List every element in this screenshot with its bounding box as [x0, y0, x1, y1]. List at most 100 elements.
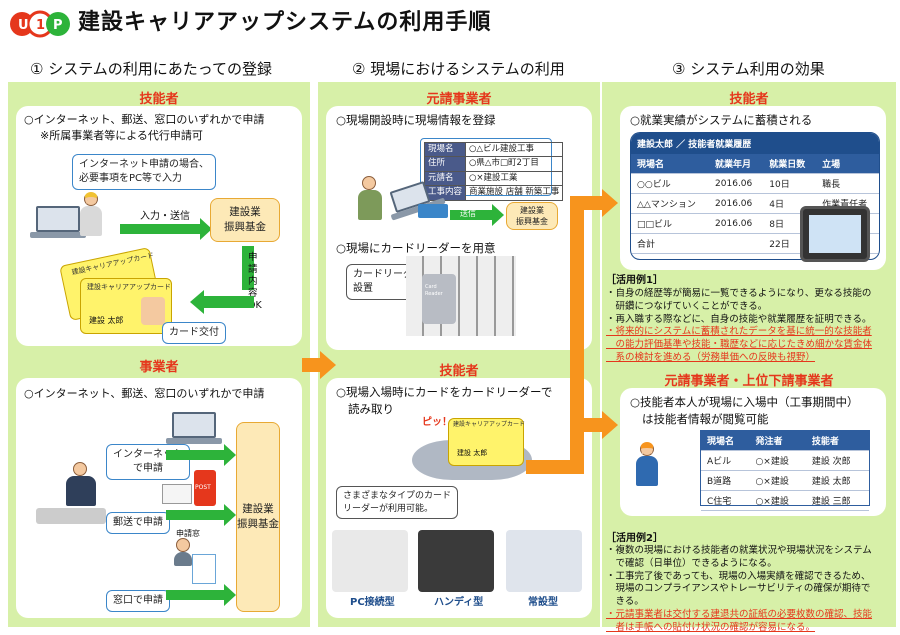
- role-worker-label: 技能者: [139, 92, 179, 107]
- card-reader-setup-text: ○現場にカードリーダーを用意: [336, 241, 496, 255]
- review-ok-label: 申請内容OK: [248, 252, 262, 311]
- history-cell: ○○ビル: [631, 173, 710, 194]
- accumulate-text: ○就業実績がシステムに蓄積される: [630, 113, 813, 127]
- view-cell: 建設 三郎: [805, 490, 869, 511]
- type-fixed: 常設型: [528, 597, 558, 608]
- fund-box-worker: 建設業振興基金: [210, 198, 280, 242]
- mail-arrow: [166, 504, 236, 526]
- example-line: ・自身の経歴等が簡易に一覧できるようになり、更なる技能の: [606, 288, 872, 299]
- example-line-highlight: ・元請事業者は交付する建退共の証紙の必要枚数の確認、技能: [606, 609, 873, 621]
- table-row: Aビル○×建設建設 次郎: [701, 450, 869, 471]
- history-cell: 合計: [631, 233, 710, 254]
- tablet-icon: [800, 206, 870, 262]
- work-record-card: ○就業実績がシステムに蓄積される 建設太郎 ／ 技能者就業履歴 現場名就業年月就…: [620, 106, 886, 270]
- column-heading-register: ① システムの利用にあたっての登録: [30, 60, 273, 78]
- svg-text:P: P: [53, 18, 63, 33]
- site-send-arrow: 送信: [450, 204, 504, 226]
- envelope-icon: [162, 484, 192, 504]
- career-card-onsite: 建設キャリアアップカード 建設 太郎: [448, 418, 525, 466]
- ccus-logo: U 1 P: [10, 10, 70, 38]
- helmet-worker-icon: [634, 442, 664, 492]
- column-heading-onsite: ② 現場におけるシステムの利用: [352, 60, 565, 78]
- worker-apply-text: ○インターネット、郵送、窓口のいずれかで申請: [24, 113, 265, 126]
- example1-title: ［活用例1］: [606, 275, 663, 286]
- site-setup-card: ○現場開設時に現場情報を登録 現場名○△ビル建設工事住所○県△市□町2丁目元請名…: [326, 106, 592, 350]
- site-info-value: ○△ビル建設工事: [465, 141, 564, 158]
- view-access-text: ○技能者本人が現場に入場中（工事期間中）は技能者情報が閲覧可能: [630, 395, 859, 426]
- worker-icon: [78, 192, 104, 238]
- site-info-sheet: 現場名○△ビル建設工事住所○県△市□町2丁目元請名○×建設工業工事内容商業施設 …: [420, 138, 564, 201]
- connector-top: [570, 196, 604, 210]
- return-arrow-head: [190, 290, 204, 314]
- history-cell: 10日: [763, 173, 817, 194]
- view-cell: B道路: [701, 470, 750, 491]
- fund-box-site: 建設業振興基金: [506, 202, 558, 230]
- history-cell: [709, 233, 764, 254]
- businessman-icon: [64, 462, 98, 514]
- type-handy: ハンディ型: [434, 597, 484, 608]
- site-info-key: 工事内容: [423, 185, 467, 201]
- site-entry-text: ○現場入場時にカードをカードリーダーで読み取り: [336, 385, 553, 416]
- history-header-cell: 立場: [816, 154, 879, 174]
- type-pc: PC接続型: [350, 597, 395, 608]
- view-cell: ○×建設: [749, 450, 806, 471]
- example-line-highlight: の能力評価基準や技能・職歴などに応じたきめ細かな賃金体: [606, 339, 873, 351]
- column-heading-effects: ③ システム利用の効果: [672, 60, 825, 78]
- example-line-highlight: ・将来的にシステムに蓄積されたデータを基に統一的な技能者: [606, 326, 872, 338]
- svg-text:1: 1: [36, 18, 45, 33]
- example1-text: ・自身の経歴等が簡易に一覧できるようになり、更なる技能の 研鑽につなげていくこと…: [606, 288, 872, 365]
- table-row: C住宅○×建設建設 三郎: [701, 490, 869, 511]
- desk-icon: [36, 508, 106, 524]
- window-arrow: [166, 584, 236, 606]
- proxy-apply-note: ※所属事業者等による代行申請可: [40, 129, 203, 142]
- history-header-cell: 就業日数: [763, 154, 817, 174]
- work-history-title: 建設太郎 ／ 技能者就業履歴: [631, 133, 879, 154]
- send-arrow: [120, 218, 212, 240]
- site-info-row: 工事内容商業施設 店舗 新築工事: [423, 185, 564, 201]
- fund-box-business: 建設業振興基金: [236, 422, 280, 612]
- role-business-label: 事業者: [139, 360, 179, 375]
- orange-arrow-to-onsite: [302, 358, 322, 372]
- example-line: で確認（日単位）できるようになる。: [606, 557, 777, 569]
- internet-input-bubble: インターネット申請の場合、必要事項をPC等で入力: [72, 154, 216, 190]
- example-line-highlight: 者は手帳への貼付け状況の確認が容易になる。: [606, 621, 816, 633]
- via-window-label: 窓口で申請: [106, 590, 170, 612]
- example-line: ・工事完了後であっても、現場の入場実績を確認できるため、: [606, 570, 871, 582]
- internet-arrow: [166, 444, 236, 466]
- role-worker-onsite-label: 技能者: [439, 364, 479, 379]
- site-monitor-icon: [418, 204, 448, 218]
- fixed-reader-photo: [506, 530, 582, 592]
- site-info-key: 住所: [423, 156, 467, 172]
- via-mail-label: 郵送で申請: [106, 512, 170, 534]
- laptop-icon: [166, 412, 222, 444]
- page-title: 建設キャリアアップシステムの利用手順: [78, 10, 492, 35]
- via-internet-label: インターネットで申請: [106, 444, 190, 480]
- history-cell: 2016.06: [709, 213, 764, 234]
- view-cell: ○×建設: [749, 470, 806, 491]
- example-line: きる。: [606, 596, 644, 608]
- example-line: ・複数の現場における技能者の就業状況や現場状況をシステム: [606, 545, 872, 556]
- beep-label: ピッ！: [422, 417, 452, 428]
- handy-reader-photo: [418, 530, 494, 592]
- view-cell: C住宅: [701, 490, 750, 511]
- role-worker-effect-label: 技能者: [729, 92, 769, 107]
- history-cell: □□ビル: [631, 213, 710, 234]
- card-issue-label: カード交付: [162, 322, 226, 344]
- worker-info-view-card: ○技能者本人が現場に入場中（工事期間中）は技能者情報が閲覧可能 現場名発注者技能…: [620, 388, 886, 516]
- review-arrow-down: [242, 246, 254, 290]
- site-info-table: 現場名○△ビル建設工事住所○県△市□町2丁目元請名○×建設工業工事内容商業施設 …: [423, 141, 564, 201]
- career-card-front: 建設キャリアアップカード 建設 太郎: [80, 278, 172, 334]
- view-cell: Aビル: [701, 450, 750, 471]
- return-arrow: [202, 296, 254, 308]
- connector-top-head: [602, 189, 618, 217]
- site-info-row: 元請名○×建設工業: [423, 170, 564, 187]
- site-info-value: ○×建設工業: [465, 170, 564, 187]
- site-info-row: 住所○県△市□町2丁目: [423, 156, 564, 172]
- example-line: 研鑽につなげていくことができる。: [606, 300, 768, 312]
- postbox-icon: POST: [194, 470, 216, 506]
